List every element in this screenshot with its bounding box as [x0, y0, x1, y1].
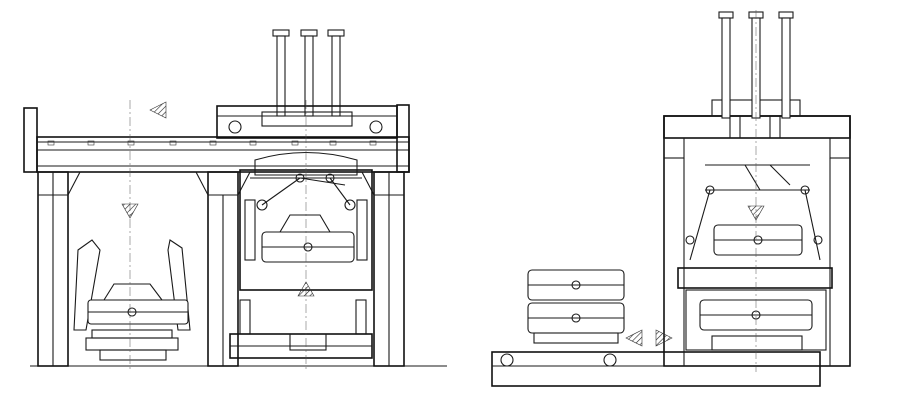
left-station — [73, 239, 191, 361]
arrow-down-icon — [747, 205, 765, 221]
front-view — [23, 29, 447, 370]
arrow-up-icon — [297, 281, 315, 297]
middle-beam — [677, 267, 833, 289]
middle-column — [195, 171, 251, 367]
right-column — [361, 171, 405, 367]
wheel-icon — [603, 353, 617, 367]
side-gripper — [685, 164, 823, 261]
hydraulic-cylinders — [216, 29, 398, 139]
arrow-down-icon — [121, 203, 139, 219]
stacked-loads — [527, 269, 625, 344]
arrow-left-icon — [625, 329, 643, 347]
left-column — [37, 171, 81, 367]
side-view — [491, 10, 851, 387]
wheel-icon — [500, 353, 514, 367]
arrow-right-icon — [655, 329, 673, 347]
right-station — [229, 299, 373, 359]
arrow-left-icon — [149, 101, 167, 119]
top-beam — [23, 104, 410, 173]
base-rail — [491, 351, 821, 387]
